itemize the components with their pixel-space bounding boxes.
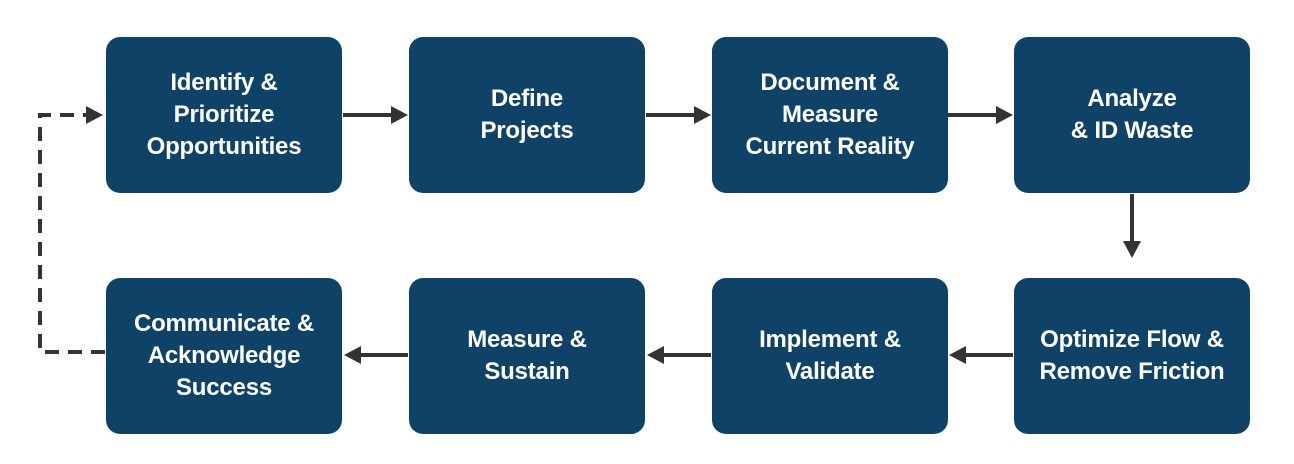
step-label-line: Communicate & (133, 310, 315, 337)
arrow-document-to-analyze (948, 106, 1013, 124)
step-label-line: Validate (785, 358, 875, 385)
step-label-line: Analyze (1087, 85, 1177, 112)
arrow-analyze-to-optimize (1123, 194, 1141, 258)
step-label-line: Sustain (484, 358, 570, 385)
step-label-line: Projects (480, 117, 574, 144)
step-label-line: Define (490, 85, 564, 112)
step-analyze-id-waste: Analyze & ID Waste (1014, 37, 1250, 193)
arrow-optimize-to-implement (949, 346, 1013, 364)
step-label-line: Success (175, 374, 272, 401)
step-identify-prioritize-opportunities: Identify & Prioritize Opportunities (106, 37, 342, 193)
step-communicate-acknowledge-success: Communicate & Acknowledge Success (106, 278, 342, 434)
step-measure-sustain: Measure & Sustain (409, 278, 645, 434)
step-optimize-flow-remove-friction: Optimize Flow & Remove Friction (1014, 278, 1250, 434)
step-label-line: Acknowledge (147, 342, 301, 369)
step-label-line: & ID Waste (1070, 117, 1194, 144)
arrow-feedback-loop-dashed (38, 106, 105, 354)
step-implement-validate: Implement & Validate (712, 278, 948, 434)
step-label-line: Measure & (467, 326, 587, 353)
step-label-line: Measure (782, 101, 878, 128)
step-label-line: Identify & (170, 69, 278, 96)
step-document-measure-current-reality: Document & Measure Current Reality (712, 37, 948, 193)
arrow-implement-to-measure (647, 346, 711, 364)
step-define-projects: Define Projects (409, 37, 645, 193)
step-label-line: Current Reality (745, 133, 915, 160)
step-label-line: Prioritize (173, 101, 275, 128)
step-label-line: Opportunities (146, 133, 302, 160)
step-label-line: Implement & (759, 326, 901, 353)
arrow-measure-to-communicate (344, 346, 408, 364)
step-label-line: Document & (760, 69, 900, 96)
step-label-line: Optimize Flow & (1040, 326, 1224, 353)
step-label-line: Remove Friction (1039, 358, 1225, 385)
arrow-identify-to-define (343, 106, 408, 124)
arrow-define-to-document (646, 106, 711, 124)
